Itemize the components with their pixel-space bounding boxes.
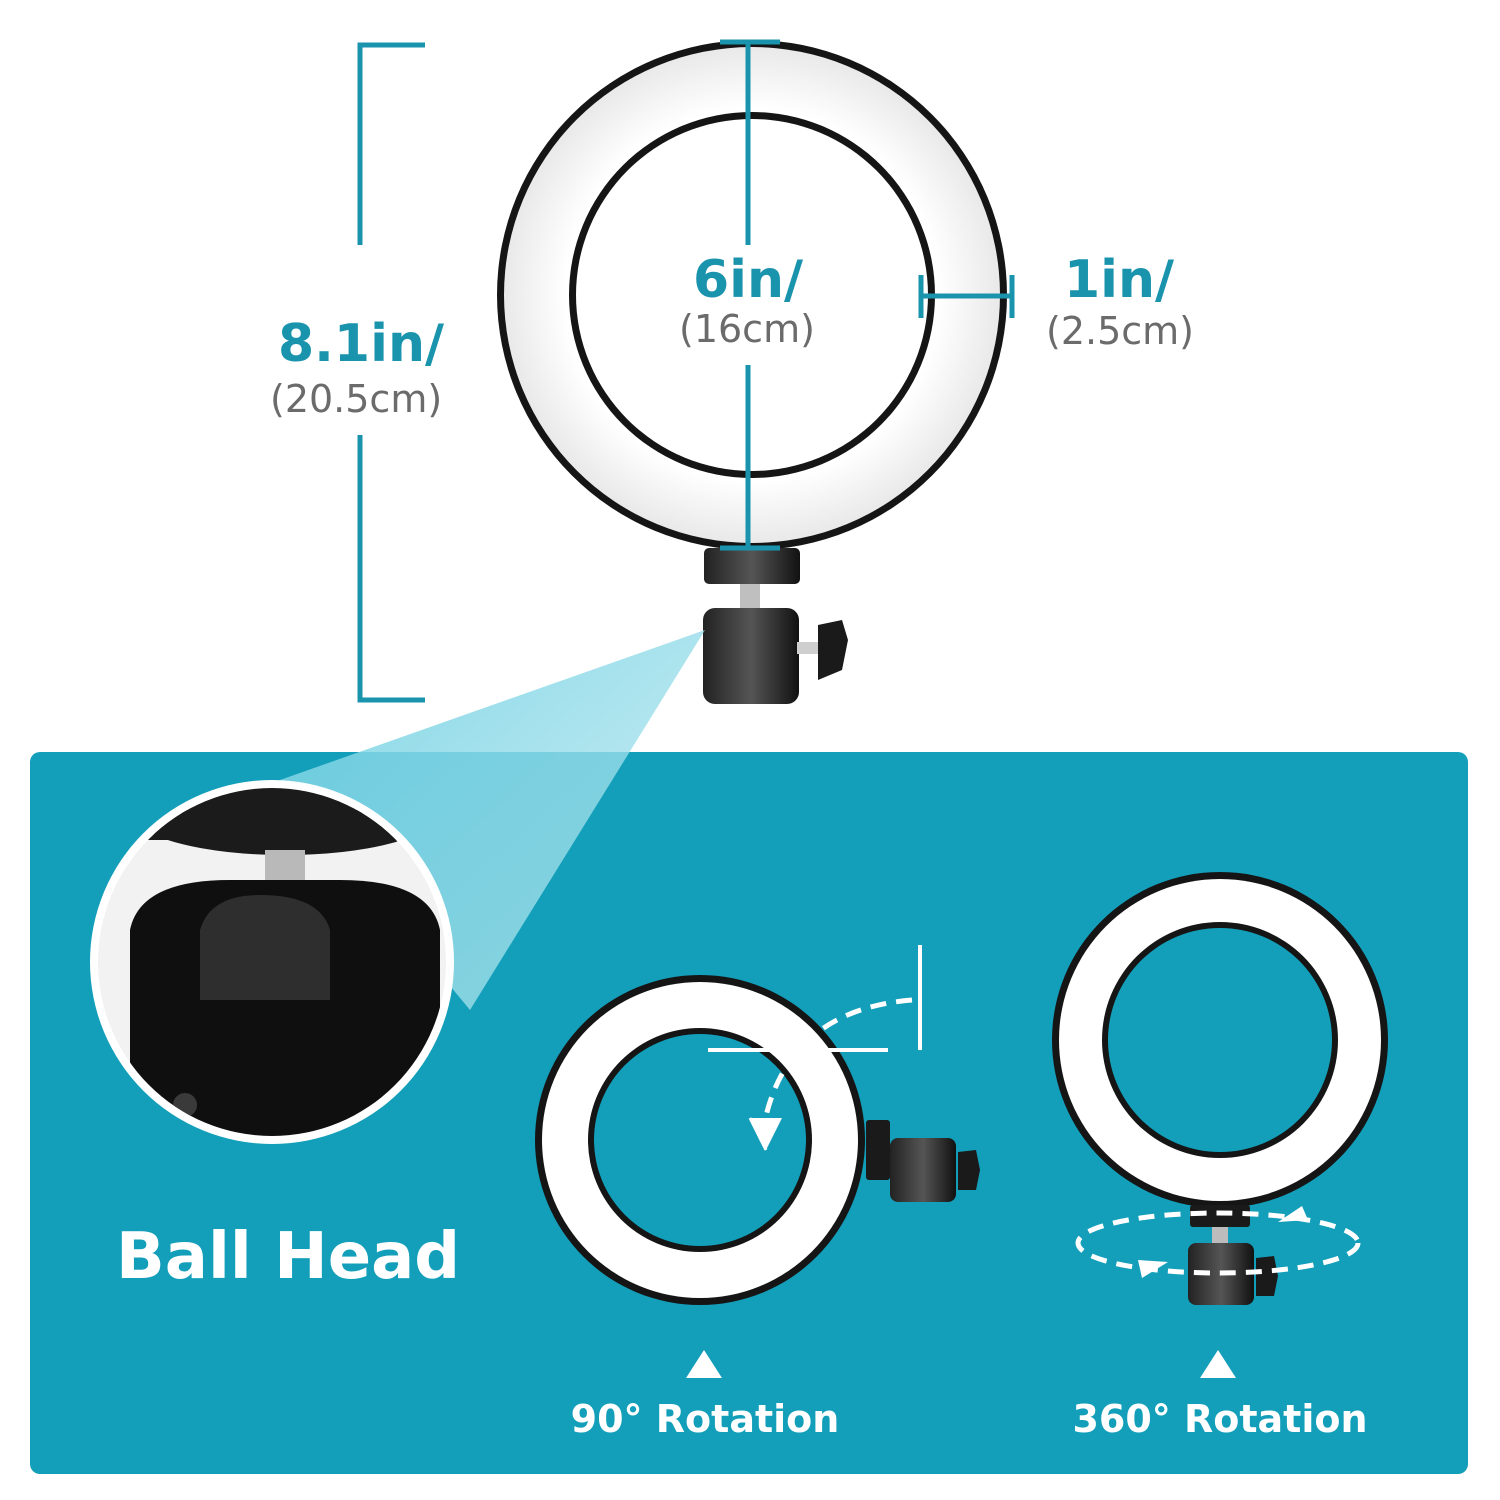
diameter-label: 6in/ [693, 250, 804, 310]
height-dimension-bracket [357, 42, 425, 703]
panel-title: Ball Head [116, 1220, 461, 1294]
caption-360-rotation: 360° Rotation [1072, 1397, 1368, 1441]
ball-head-mount [703, 548, 848, 704]
ball-head-closeup [90, 780, 454, 1144]
height-label: 8.1in/ [278, 314, 444, 374]
height-sublabel: (20.5cm) [270, 377, 443, 421]
caption-90-rotation: 90° Rotation [570, 1397, 840, 1441]
ring-width-sublabel: (2.5cm) [1046, 309, 1194, 353]
diameter-dimension-line [720, 39, 780, 551]
diameter-sublabel: (16cm) [679, 307, 815, 351]
dashed-rotation-arrow-icon [762, 997, 913, 1121]
zoom-beam [280, 630, 705, 1010]
ring-width-label: 1in/ [1064, 250, 1175, 310]
ring-width-dimension-line [918, 275, 1015, 318]
triangle-up-icon [686, 1350, 722, 1378]
ring-light-main [497, 40, 1007, 550]
ring-light-360-rotation [1052, 872, 1388, 1305]
triangle-up-icon [1200, 1350, 1236, 1378]
dashed-orbit-arrow-icon [1075, 1210, 1361, 1276]
ring-light-90-rotation [535, 945, 980, 1305]
